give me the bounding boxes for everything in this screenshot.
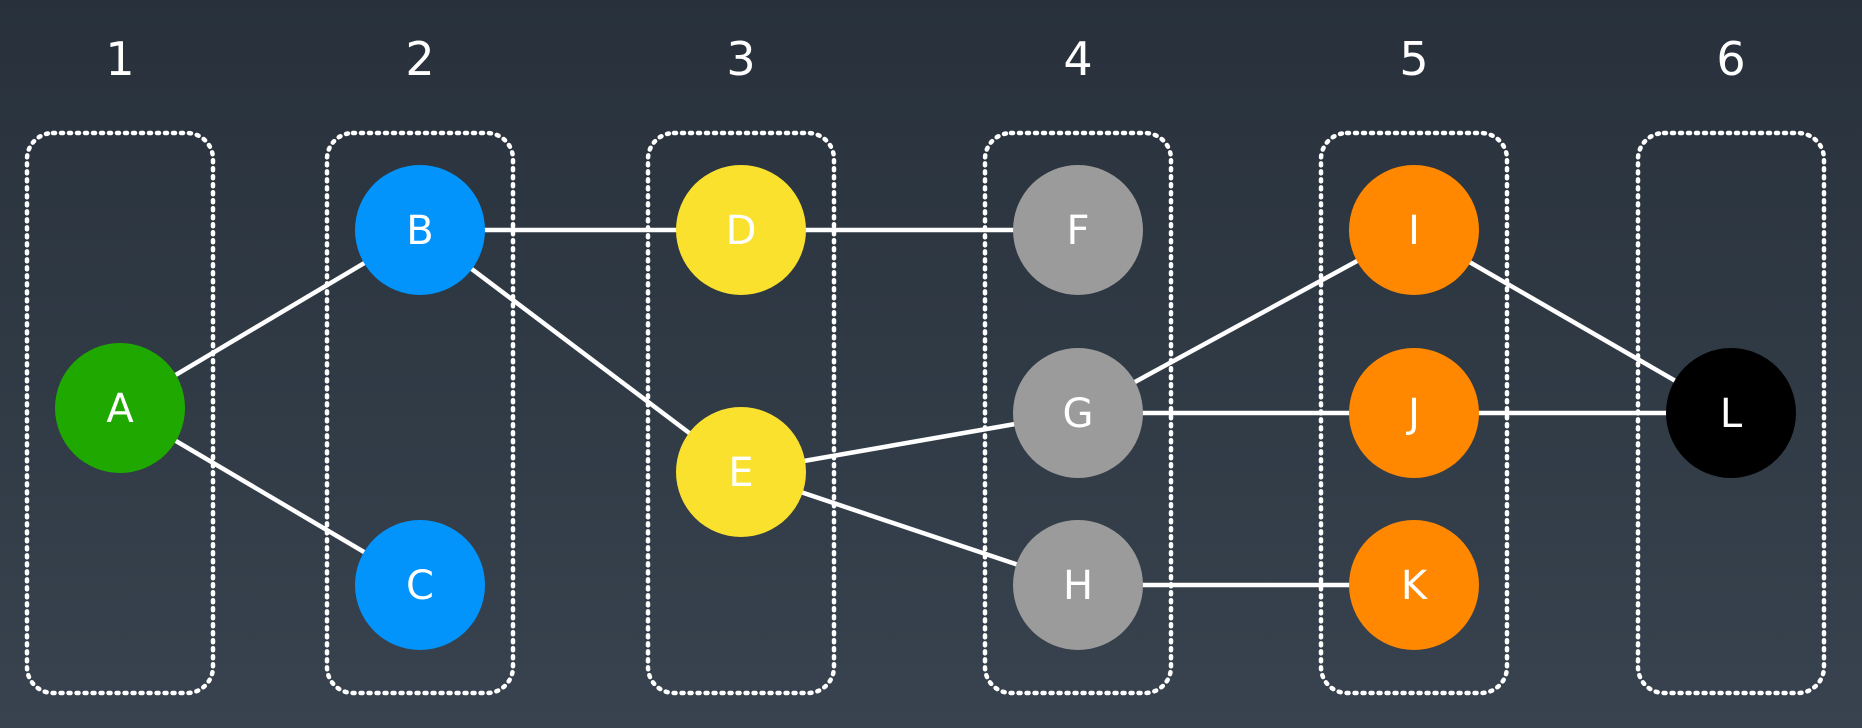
node-l: L — [1666, 348, 1796, 478]
level-label-5: 5 — [1399, 32, 1428, 86]
level-box-3 — [645, 130, 837, 696]
node-label-d: D — [726, 208, 757, 254]
node-circle-e — [676, 407, 806, 537]
node-c: C — [355, 520, 485, 650]
node-circle-d — [676, 165, 806, 295]
node-label-j: J — [1405, 391, 1420, 437]
node-e: E — [676, 407, 806, 537]
node-d: D — [676, 165, 806, 295]
level-label-1: 1 — [105, 32, 134, 86]
level-box-4 — [982, 130, 1174, 696]
node-j: J — [1349, 348, 1479, 478]
node-label-f: F — [1066, 208, 1089, 254]
node-circle-c — [355, 520, 485, 650]
level-box-2 — [324, 130, 516, 696]
node-g: G — [1013, 348, 1143, 478]
node-i: I — [1349, 165, 1479, 295]
nodes: A B C D E F G H I J K L — [55, 165, 1796, 650]
node-f: F — [1013, 165, 1143, 295]
node-label-a: A — [106, 386, 134, 432]
edges — [118, 227, 1733, 588]
node-label-k: K — [1401, 563, 1429, 609]
node-label-h: H — [1063, 563, 1093, 609]
node-circle-j — [1349, 348, 1479, 478]
node-label-i: I — [1408, 208, 1420, 254]
node-b: B — [355, 165, 485, 295]
node-h: H — [1013, 520, 1143, 650]
node-circle-l — [1666, 348, 1796, 478]
node-circle-a — [55, 343, 185, 473]
node-a: A — [55, 343, 185, 473]
node-circle-h — [1013, 520, 1143, 650]
edge-b-e — [418, 228, 743, 474]
level-label-4: 4 — [1063, 32, 1092, 86]
node-k: K — [1349, 520, 1479, 650]
node-label-g: G — [1063, 391, 1094, 437]
level-label-3: 3 — [726, 32, 755, 86]
node-circle-k — [1349, 520, 1479, 650]
level-label-6: 6 — [1716, 32, 1745, 86]
node-label-b: B — [406, 208, 433, 254]
node-circle-f — [1013, 165, 1143, 295]
node-circle-g — [1013, 348, 1143, 478]
node-circle-i — [1349, 165, 1479, 295]
node-label-e: E — [728, 450, 753, 496]
level-box-1 — [24, 130, 216, 696]
level-label-2: 2 — [405, 32, 434, 86]
node-label-c: C — [406, 563, 434, 609]
level-labels: 1 2 3 4 5 6 — [105, 32, 1745, 86]
node-label-l: L — [1720, 391, 1743, 437]
node-circle-b — [355, 165, 485, 295]
